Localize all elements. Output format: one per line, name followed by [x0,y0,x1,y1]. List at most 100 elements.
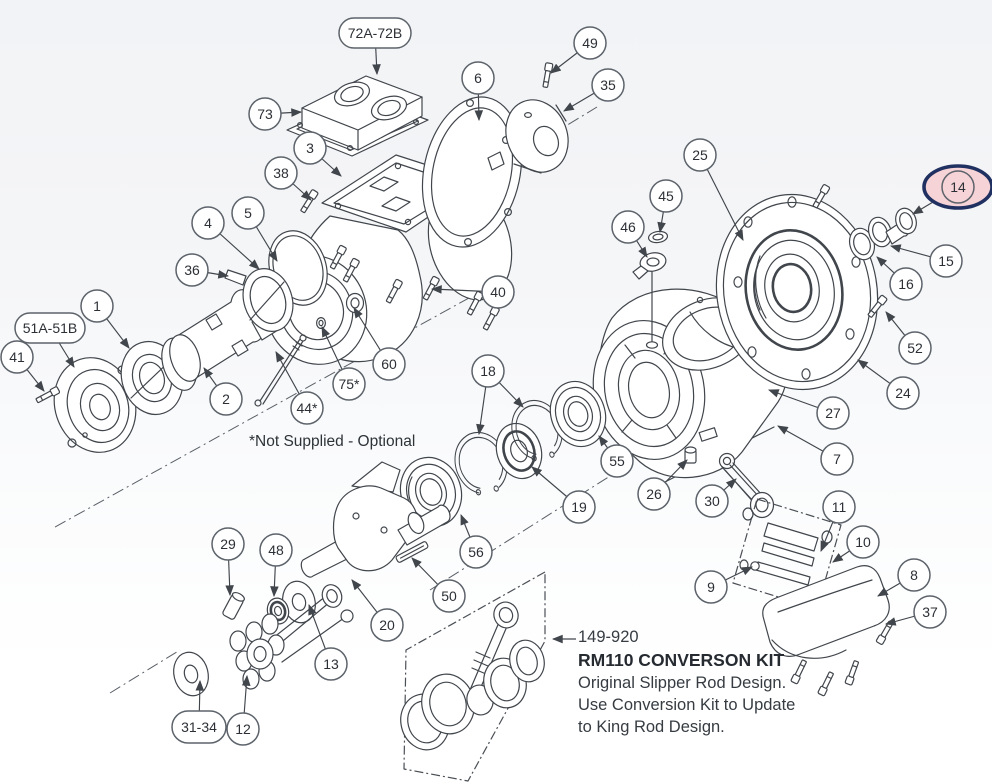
balloon-shape[interactable] [941,170,975,204]
balloon-shape[interactable] [0,340,34,374]
balloon-shape[interactable] [820,442,854,476]
balloon-shape[interactable] [332,367,366,401]
callout-25[interactable]: 25 [683,138,744,241]
callout-60[interactable]: 60 [353,307,406,381]
balloon-label: 19 [571,499,587,515]
balloon-shape[interactable] [264,156,298,190]
callout-11[interactable]: 11 [820,490,856,552]
callout-24[interactable]: 24 [857,359,920,410]
balloon-shape[interactable] [898,331,932,365]
balloon-shape[interactable] [649,179,683,213]
callout-7[interactable]: 7 [777,425,854,476]
balloon-shape[interactable] [481,275,515,309]
callout-35[interactable]: 35 [563,68,625,112]
balloon-shape[interactable] [80,289,114,323]
balloon-shape[interactable] [694,570,728,604]
balloon-shape[interactable] [191,206,225,240]
balloon-shape[interactable] [562,490,596,524]
callout-46[interactable]: 46 [611,210,648,258]
callout-38[interactable]: 38 [264,156,312,201]
balloon-shape[interactable] [889,267,923,301]
balloon-shape[interactable] [611,210,645,244]
callout-13[interactable]: 13 [308,603,348,681]
callout-55[interactable]: 55 [598,435,634,478]
callout-73[interactable]: 73 [248,97,303,131]
balloon-shape[interactable] [471,354,505,388]
balloon-shape[interactable] [886,376,920,410]
balloon-shape[interactable] [259,533,293,567]
balloon-shape[interactable] [459,535,493,569]
callout-1[interactable]: 1 [80,289,130,349]
callout-5[interactable]: 5 [231,196,278,262]
balloon-shape[interactable] [293,131,327,165]
balloon-shape[interactable] [175,253,209,287]
callout-9[interactable]: 9 [694,566,753,604]
balloon-shape[interactable] [846,525,880,559]
balloon-shape[interactable] [822,490,856,524]
part-shaft-seals [848,207,917,261]
balloon-shape[interactable] [600,444,634,478]
callout-50[interactable]: 50 [411,557,466,613]
callout-44star[interactable]: 44* [275,351,324,425]
balloon-shape[interactable] [637,477,671,511]
callout-2[interactable]: 2 [203,367,243,416]
callout-16[interactable]: 16 [876,256,923,301]
part-valve-cover [286,75,429,157]
callout-36[interactable]: 36 [175,253,230,287]
balloon-shape[interactable] [591,68,625,102]
balloon-shape[interactable] [290,391,324,425]
callout-14[interactable]: 14 [912,164,992,215]
balloon-shape[interactable] [372,347,406,381]
callout-72A-72B[interactable]: 72A-72B [338,17,412,76]
callout-29[interactable]: 29 [211,527,245,597]
balloon-shape[interactable] [226,712,260,746]
balloon-shape[interactable] [929,244,963,278]
callout-31-34[interactable]: 31-34 [171,679,227,744]
callout-75star[interactable]: 75* [321,326,366,401]
balloon-shape[interactable] [695,484,729,518]
callout-37[interactable]: 37 [884,595,947,629]
balloon-label: 2 [222,391,230,407]
balloon-shape[interactable] [683,138,717,172]
balloon-shape[interactable] [314,647,348,681]
balloon-shape[interactable] [211,527,245,561]
callout-52[interactable]: 52 [885,311,932,365]
balloon-shape[interactable] [897,558,931,592]
callout-56[interactable]: 56 [459,514,493,569]
callout-49[interactable]: 49 [550,26,607,74]
callout-3[interactable]: 3 [293,131,342,177]
callout-41[interactable]: 41 [0,340,45,392]
part-bearing-55 [549,380,607,448]
callout-48[interactable]: 48 [259,533,293,598]
balloon-shape[interactable] [248,97,282,131]
balloon-shape[interactable] [573,26,607,60]
balloon-shape[interactable] [209,382,243,416]
callout-30[interactable]: 30 [695,478,737,518]
callout-19[interactable]: 19 [531,466,596,524]
callout-51A-51B[interactable]: 51A-51B [14,312,86,368]
callout-8[interactable]: 8 [877,558,931,597]
callout-20[interactable]: 20 [351,579,404,642]
balloon-shape[interactable] [370,608,404,642]
balloon-label: 11 [832,499,847,515]
balloon-shape[interactable] [14,312,86,344]
balloon-shape[interactable] [816,396,850,430]
callout-18[interactable]: 18 [471,354,524,436]
balloon-shape[interactable] [231,196,265,230]
callout-6[interactable]: 6 [461,61,495,122]
callout-26[interactable]: 26 [637,459,688,511]
balloon-label: 50 [441,588,457,604]
callout-40[interactable]: 40 [430,275,515,309]
balloon-shape[interactable] [432,579,466,613]
balloon-shape[interactable] [913,595,947,629]
callout-4[interactable]: 4 [191,206,260,270]
callout-10[interactable]: 10 [832,525,880,563]
balloon-shape[interactable] [461,61,495,95]
balloon-shape[interactable] [338,17,412,49]
callout-27[interactable]: 27 [767,389,850,430]
callout-15[interactable]: 15 [889,244,963,278]
balloon-label: 46 [620,219,636,235]
balloon-shape[interactable] [171,710,227,744]
callout-45[interactable]: 45 [649,179,683,234]
callout-12[interactable]: 12 [226,674,260,746]
